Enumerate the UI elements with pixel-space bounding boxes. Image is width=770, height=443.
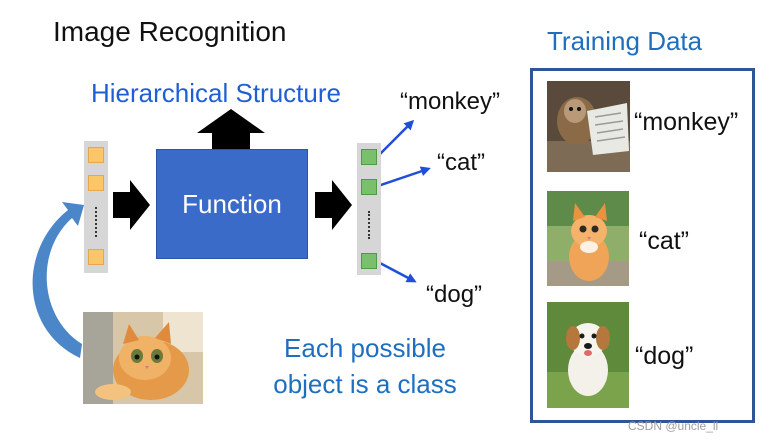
function-label: Function (182, 188, 282, 219)
output-cell (361, 179, 377, 195)
output-vector (357, 143, 381, 275)
curved-arrow-icon (32, 202, 84, 358)
right-arrow-icon (113, 180, 150, 230)
input-cell (88, 147, 104, 163)
arrow-to-cat (377, 166, 431, 188)
training-data-panel (530, 68, 755, 423)
up-arrow-icon (197, 109, 265, 158)
function-box: Function (156, 149, 308, 259)
arrow-to-monkey (377, 119, 415, 157)
arrow-to-dog (377, 260, 417, 283)
class-note: Each possible object is a class (250, 330, 480, 402)
dog-image (547, 302, 629, 408)
vector-ellipsis (368, 211, 372, 239)
input-cat-image (83, 312, 203, 404)
vector-ellipsis (95, 207, 99, 237)
input-vector (84, 141, 108, 273)
input-cell (88, 249, 104, 265)
output-label-cat: “cat” (437, 149, 485, 176)
hierarchical-structure-label: Hierarchical Structure (91, 78, 341, 108)
page-title: Image Recognition (53, 16, 287, 47)
right-arrow-icon (315, 180, 352, 230)
monkey-image (547, 81, 630, 172)
cat-image (547, 191, 629, 286)
training-data-title: Training Data (547, 26, 703, 56)
training-label-dog: “dog” (635, 342, 694, 370)
training-label-monkey: “monkey” (634, 108, 739, 136)
class-note-line-1: Each possible (284, 333, 446, 363)
output-cell (361, 253, 377, 269)
output-cell (361, 149, 377, 165)
training-label-cat: “cat” (639, 227, 689, 255)
output-label-monkey: “monkey” (400, 88, 501, 115)
watermark: CSDN @uncle_ll (628, 419, 719, 433)
class-note-line-2: object is a class (273, 369, 457, 399)
input-cell (88, 175, 104, 191)
output-label-dog: “dog” (426, 281, 483, 308)
